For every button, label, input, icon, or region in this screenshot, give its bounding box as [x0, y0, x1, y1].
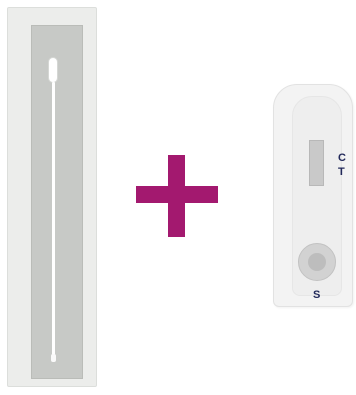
test-line-label: T [338, 167, 345, 178]
sample-well-label: S [313, 290, 320, 301]
control-line-label: C [338, 153, 346, 164]
swab-handle-end [51, 354, 56, 362]
sample-well [298, 243, 336, 281]
swab-head [48, 57, 58, 83]
result-window [309, 140, 324, 186]
swab-shaft [52, 82, 55, 359]
plus-vertical-bar [168, 155, 185, 237]
sample-well-center [308, 253, 326, 271]
plus-icon [136, 155, 218, 237]
